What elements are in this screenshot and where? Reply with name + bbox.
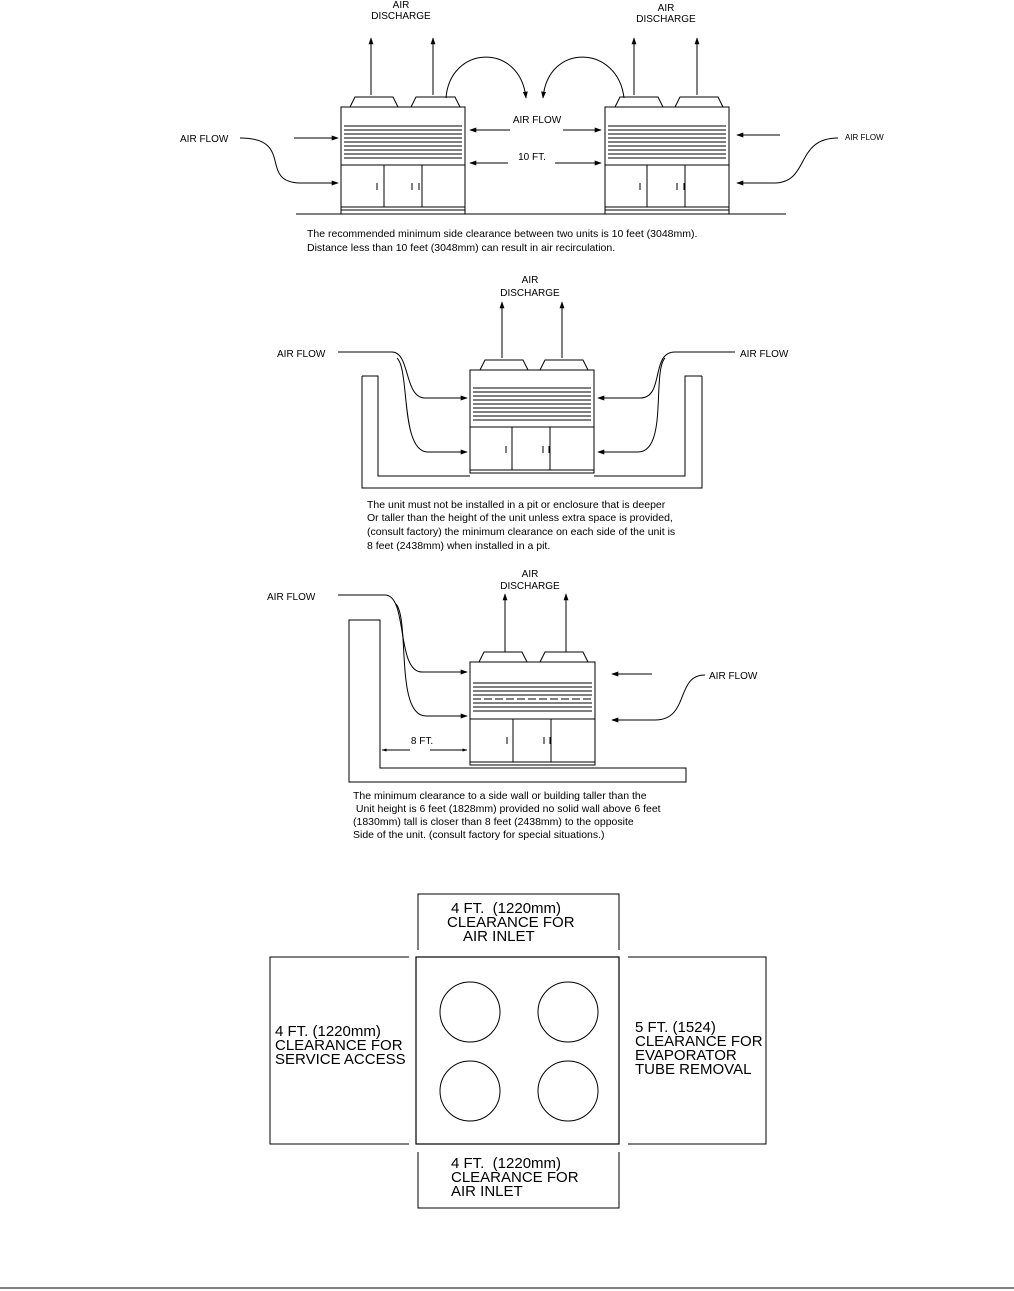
right-clearance-line1: 5 FT. (1524) xyxy=(635,1019,716,1036)
fan-circle-top-right xyxy=(537,981,599,1043)
diagram-plan-view-clearances: 4 FT. (1220mm) CLEARANCE FOR AIR INLET 4… xyxy=(269,893,767,1209)
pit-outline xyxy=(361,376,703,489)
pit-left-air-flow-arrow-upper xyxy=(338,351,468,401)
diagram3-note-line4: Side of the unit. (consult factory for s… xyxy=(353,829,605,841)
fan-circle-bottom-right xyxy=(537,1060,599,1122)
bottom-clearance-line2: CLEARANCE FOR xyxy=(451,1169,579,1186)
wall-right-air-flow-arrow-lower xyxy=(611,674,706,723)
diagram-side-by-side-units: AIR DISCHARGE AIR DISCHARGE xyxy=(180,0,884,254)
pit-unit-cabinet xyxy=(469,426,595,474)
wall-unit-cabinet xyxy=(469,718,596,766)
top-clearance-line1: 4 FT. (1220mm) xyxy=(451,900,561,917)
right-air-flow-arrow-lower xyxy=(736,137,839,186)
wall-left-air-flow-arrow-lower xyxy=(395,603,468,719)
side-wall-and-base xyxy=(348,619,687,783)
right-clearance-line4: TUBE REMOVAL xyxy=(635,1061,751,1078)
dimension-10ft-label: 10 FT. xyxy=(518,152,546,163)
left-discharge-label-line1: AIR xyxy=(393,0,410,11)
top-clearance-zone xyxy=(417,893,620,950)
wall-right-air-flow-label: AIR FLOW xyxy=(709,671,758,682)
diagram3-note-line3: (1830mm) tall is closer than 8 feet (243… xyxy=(353,816,634,828)
pit-left-air-flow-arrow-lower xyxy=(396,357,468,455)
right-clearance-line2: CLEARANCE FOR xyxy=(635,1033,763,1050)
right-unit-cabinet xyxy=(604,164,730,211)
left-clearance-line2: CLEARANCE FOR xyxy=(275,1037,403,1054)
pit-discharge-label-line2: DISCHARGE xyxy=(500,288,560,299)
pit-discharge-label-line1: AIR xyxy=(522,275,539,286)
pit-left-air-flow-label: AIR FLOW xyxy=(277,349,326,360)
wall-unit xyxy=(469,651,596,766)
wall-discharge-label-line1: AIR xyxy=(522,569,539,580)
bottom-clearance-line1: 4 FT. (1220mm) xyxy=(451,1155,561,1172)
bottom-clearance-line3: AIR INLET xyxy=(451,1183,523,1200)
wall-left-air-flow-label: AIR FLOW xyxy=(267,592,316,603)
fan-circle-bottom-left xyxy=(439,1060,501,1122)
pit-unit xyxy=(469,359,595,474)
left-clearance-zone xyxy=(269,956,409,1145)
left-unit xyxy=(340,96,466,211)
left-air-flow-label: AIR FLOW xyxy=(180,134,229,145)
left-unit-cabinet xyxy=(340,164,466,211)
right-discharge-label-line1: AIR xyxy=(658,3,675,14)
diagram3-note-line2: Unit height is 6 feet (1828mm) provided … xyxy=(353,803,661,815)
right-unit-fan-hood-1 xyxy=(614,96,664,108)
recirculation-arc-right xyxy=(541,56,625,99)
right-unit-coil-fins xyxy=(608,125,726,159)
pit-wall-right-inner xyxy=(594,375,702,477)
left-unit-fan-hood-1 xyxy=(349,96,399,108)
diagram2-note-line4: 8 feet (2438mm) when installed in a pit. xyxy=(367,540,550,552)
pit-unit-coil-section xyxy=(469,369,595,428)
right-unit xyxy=(604,96,730,211)
fan-circle-top-left xyxy=(439,981,501,1043)
wall-discharge-label-line2: DISCHARGE xyxy=(500,581,560,592)
left-discharge-label-line2: DISCHARGE xyxy=(371,11,431,22)
top-clearance-line3: AIR INLET xyxy=(463,928,535,945)
top-clearance-line2: CLEARANCE FOR xyxy=(447,914,575,931)
left-unit-fan-hood-2 xyxy=(410,96,461,108)
recirculation-arc-left xyxy=(445,56,528,99)
pit-wall-left-inner xyxy=(362,375,470,477)
right-unit-fan-hood-2 xyxy=(674,96,724,108)
pit-right-air-flow-label: AIR FLOW xyxy=(740,349,789,360)
left-air-flow-arrow-lower xyxy=(239,137,339,186)
pit-right-air-flow-arrow-lower xyxy=(597,357,666,455)
dimension-8ft-label: 8 FT. xyxy=(411,736,433,747)
left-clearance-line1: 4 FT. (1220mm) xyxy=(275,1023,381,1040)
pit-right-air-flow-arrow-upper xyxy=(597,351,735,401)
unit-plan-outline xyxy=(415,956,620,1145)
left-unit-coil-section xyxy=(340,106,466,166)
diagram2-note-line1: The unit must not be installed in a pit … xyxy=(367,499,666,511)
diagram-side-wall: AIR DISCHARGE AIR FLOW 8 FT. A xyxy=(267,569,758,841)
right-clearance-line3: EVAPORATOR xyxy=(635,1047,737,1064)
diagram1-note-line1: The recommended minimum side clearance b… xyxy=(307,228,697,240)
diagram2-note-line2: Or taller than the height of the unit un… xyxy=(367,512,673,524)
left-unit-coil-fins xyxy=(344,125,462,159)
diagram3-note-line1: The minimum clearance to a side wall or … xyxy=(353,790,647,802)
left-clearance-line3: SERVICE ACCESS xyxy=(275,1051,406,1068)
diagram1-note-line2: Distance less than 10 feet (3048mm) can … xyxy=(307,242,615,254)
diagram2-note-line3: (consult factory) the minimum clearance … xyxy=(367,526,675,538)
bottom-clearance-zone xyxy=(417,1152,620,1209)
right-unit-coil-section xyxy=(604,106,730,166)
right-discharge-label-line2: DISCHARGE xyxy=(636,14,696,25)
diagram-pit-installation: AIR DISCHARGE AIR FLOW AIR xyxy=(277,275,789,552)
center-air-flow-label: AIR FLOW xyxy=(513,115,562,126)
right-clearance-zone xyxy=(628,956,767,1145)
right-air-flow-label: AIR FLOW xyxy=(845,133,884,142)
